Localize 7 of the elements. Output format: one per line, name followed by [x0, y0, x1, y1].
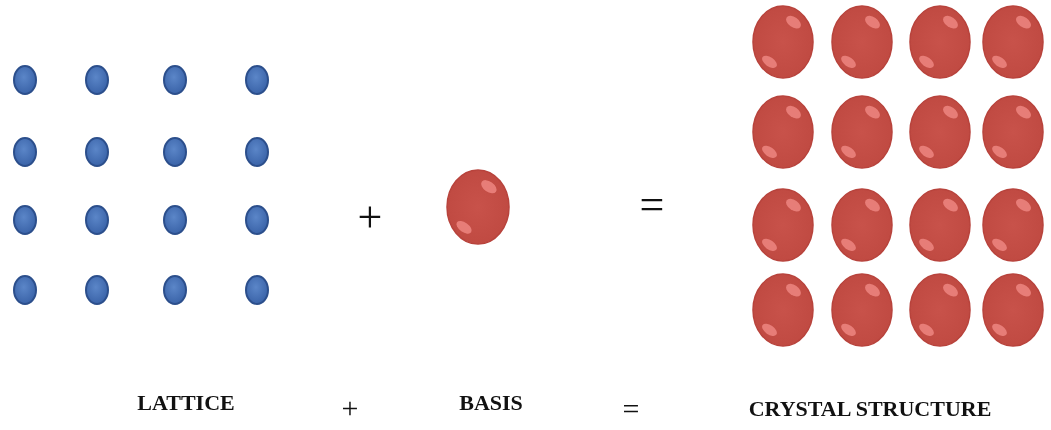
equals-sign: =: [622, 394, 640, 424]
caption-label: BASIS: [459, 392, 523, 414]
equals-sign: =: [639, 183, 665, 227]
caption-label: LATTICE: [137, 392, 235, 414]
plus-sign: +: [341, 393, 359, 423]
plus-sign: +: [357, 196, 383, 240]
caption-label: CRYSTAL STRUCTURE: [748, 398, 992, 420]
